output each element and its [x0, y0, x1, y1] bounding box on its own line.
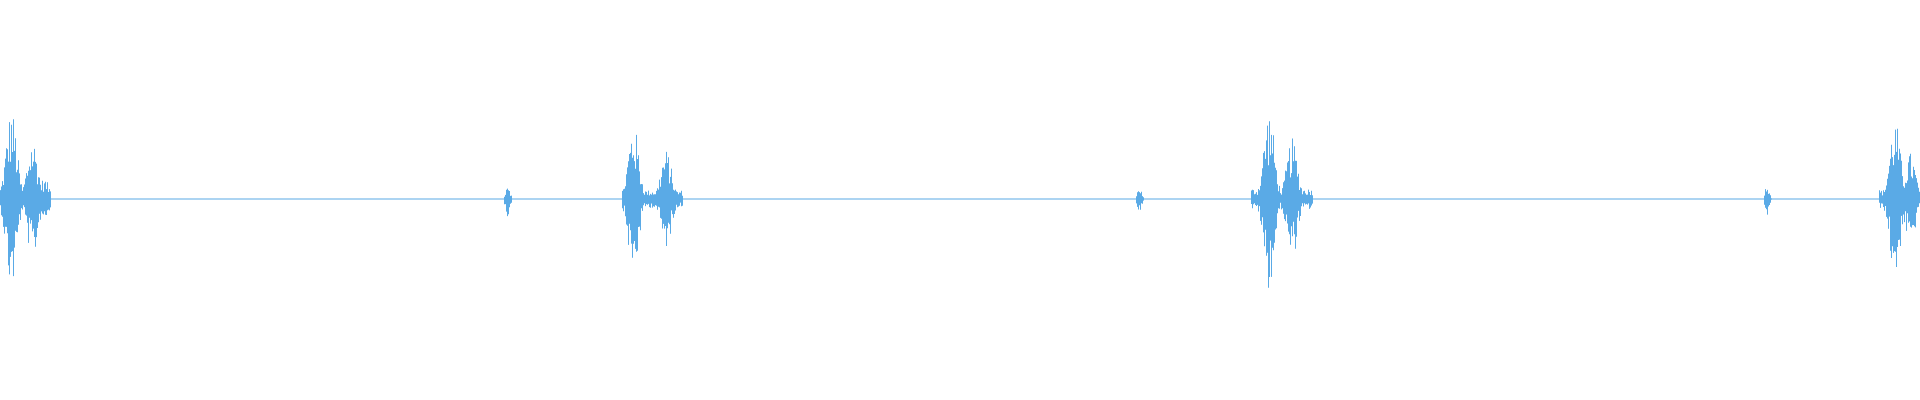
waveform-peaks: [0, 119, 1920, 288]
waveform-samples: [0, 119, 1920, 288]
